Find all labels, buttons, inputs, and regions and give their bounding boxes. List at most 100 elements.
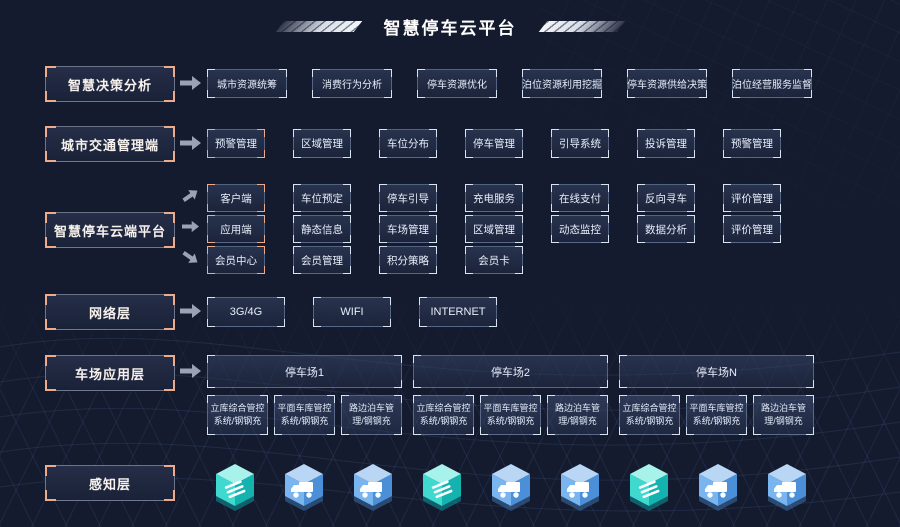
node-label: 在线支付 bbox=[559, 192, 601, 205]
parking-subsystem-box: 立库综合管控系统/钢钢充 bbox=[207, 395, 268, 435]
node-label: 停车资源优化 bbox=[427, 80, 487, 91]
node-label: 路边泊车管理/钢钢充 bbox=[554, 403, 600, 426]
node-box: 预警管理 bbox=[723, 129, 781, 158]
parking-lot-head: 停车场1 bbox=[207, 355, 402, 388]
parking-subsystem-box: 路边泊车管理/钢钢充 bbox=[753, 395, 814, 435]
barrier-lines-icon bbox=[224, 480, 246, 499]
sensor-node bbox=[345, 458, 401, 514]
node-label: 反向寻车 bbox=[645, 192, 687, 205]
node-label: 车位分布 bbox=[387, 138, 429, 150]
node-label: 消费行为分析 bbox=[322, 80, 382, 91]
node-box: 泊位经营服务监督 bbox=[732, 69, 812, 98]
node-label: 停车管理 bbox=[473, 138, 515, 150]
layer-label-sensing: 感知层 bbox=[45, 465, 175, 501]
truck-icon bbox=[705, 482, 727, 498]
node-box: 区域管理 bbox=[293, 129, 351, 158]
node-label: 会员中心 bbox=[215, 254, 257, 267]
node-box: INTERNET bbox=[419, 297, 497, 327]
sensor-node bbox=[414, 458, 470, 514]
row-parking-application: 车场应用层 停车场1 立库综合管控系统/钢钢充 bbox=[0, 355, 900, 441]
node-box: 3G/4G bbox=[207, 297, 285, 327]
node-box: 车位分布 bbox=[379, 129, 437, 158]
node-box: 停车管理 bbox=[465, 129, 523, 158]
node-box: 充电服务 bbox=[465, 184, 523, 212]
node-label: 预警管理 bbox=[215, 138, 257, 150]
parking-lot-head: 停车场2 bbox=[413, 355, 608, 388]
row-sensing: 感知层 bbox=[0, 458, 900, 516]
row-decision: 智慧决策分析 城市资源统筹 消费行为分析 停车资源优化 bbox=[0, 66, 900, 102]
barrier-lines-icon bbox=[431, 480, 453, 499]
node-box: 车场管理 bbox=[379, 215, 437, 243]
node-box: 静态信息 bbox=[293, 215, 351, 243]
node-label: 数据分析 bbox=[645, 223, 687, 236]
node-label: 会员管理 bbox=[301, 254, 343, 267]
node-label: 平面车库管控系统/钢钢充 bbox=[483, 403, 538, 426]
layer-label-decision: 智慧决策分析 bbox=[45, 66, 175, 102]
node-label: 充电服务 bbox=[473, 192, 515, 205]
flow-arrow-icon bbox=[182, 250, 198, 263]
sensor-node bbox=[621, 458, 677, 514]
node-box: 停车引导 bbox=[379, 184, 437, 212]
background-mesh-top bbox=[540, 0, 900, 210]
flow-arrow-icon bbox=[182, 190, 198, 203]
truck-icon bbox=[291, 482, 313, 498]
parking-subsystem-box: 平面车库管控系统/钢钢充 bbox=[274, 395, 335, 435]
row-cloud-platform: 智慧停车云端平台 客户端 车位预定 停车引导 bbox=[0, 184, 900, 274]
node-label: 车场管理 bbox=[387, 223, 429, 236]
node-box: 停车资源供给决策 bbox=[627, 69, 707, 98]
node-label: 平面车库管控系统/钢钢充 bbox=[277, 403, 332, 426]
flow-arrow-icon bbox=[182, 220, 199, 233]
node-label: 区域管理 bbox=[473, 223, 515, 236]
node-label: 投诉管理 bbox=[645, 138, 687, 150]
node-box: 车位预定 bbox=[293, 184, 351, 212]
node-label: 停车资源供给决策 bbox=[627, 80, 707, 91]
layer-label-traffic: 城市交通管理端 bbox=[45, 126, 175, 162]
node-box: 反向寻车 bbox=[637, 184, 695, 212]
barrier-lines-icon bbox=[638, 480, 660, 499]
parking-subsystem-box: 平面车库管控系统/钢钢充 bbox=[480, 395, 541, 435]
layer-label-network: 网络层 bbox=[45, 294, 175, 330]
row-network: 网络层 3G/4G WIFI INTERNET bbox=[0, 294, 900, 330]
node-label: 客户端 bbox=[220, 192, 252, 205]
node-label: 静态信息 bbox=[301, 223, 343, 236]
node-label: WIFI bbox=[340, 306, 364, 318]
node-label: INTERNET bbox=[430, 306, 486, 318]
flow-arrow-icon bbox=[180, 76, 201, 90]
truck-icon bbox=[360, 482, 382, 498]
node-label: 区域管理 bbox=[301, 138, 343, 150]
node-label: 应用端 bbox=[220, 223, 252, 236]
parking-subsystem-box: 立库综合管控系统/钢钢充 bbox=[413, 395, 474, 435]
parking-subsystem-box: 平面车库管控系统/钢钢充 bbox=[686, 395, 747, 435]
parking-group: 停车场N 立库综合管控系统/钢钢充 平面车库管控系统/钢钢充 bbox=[619, 355, 814, 435]
sensor-node bbox=[207, 458, 263, 514]
node-label: 引导系统 bbox=[559, 138, 601, 150]
node-box: 会员卡 bbox=[465, 246, 523, 274]
parking-group: 停车场1 立库综合管控系统/钢钢充 平面车库管控系统/钢钢充 bbox=[207, 355, 402, 435]
node-label: 平面车库管控系统/钢钢充 bbox=[689, 403, 744, 426]
node-label: 立库综合管控系统/钢钢充 bbox=[416, 403, 471, 426]
node-label: 立库综合管控系统/钢钢充 bbox=[622, 403, 677, 426]
node-box: 城市资源统筹 bbox=[207, 69, 287, 98]
node-box: 客户端 bbox=[207, 184, 265, 212]
truck-icon bbox=[567, 482, 589, 498]
node-box: WIFI bbox=[313, 297, 391, 327]
row-traffic: 城市交通管理端 预警管理 区域管理 车位分布 bbox=[0, 126, 900, 162]
node-label: 会员卡 bbox=[478, 254, 510, 267]
node-label: 停车引导 bbox=[387, 192, 429, 205]
sensor-node bbox=[483, 458, 539, 514]
parking-subsystem-box: 路边泊车管理/钢钢充 bbox=[547, 395, 608, 435]
node-label: 评价管理 bbox=[731, 223, 773, 236]
node-label: 立库综合管控系统/钢钢充 bbox=[210, 403, 265, 426]
node-label: 动态监控 bbox=[559, 223, 601, 236]
node-box: 区域管理 bbox=[465, 215, 523, 243]
node-box: 数据分析 bbox=[637, 215, 695, 243]
node-box: 停车资源优化 bbox=[417, 69, 497, 98]
node-label: 路边泊车管理/钢钢充 bbox=[348, 403, 394, 426]
node-box: 引导系统 bbox=[551, 129, 609, 158]
node-box: 评价管理 bbox=[723, 184, 781, 212]
node-box: 动态监控 bbox=[551, 215, 609, 243]
node-label: 泊位经营服务监督 bbox=[732, 80, 812, 91]
layer-label-cloud: 智慧停车云端平台 bbox=[45, 212, 175, 248]
node-label: 评价管理 bbox=[731, 192, 773, 205]
node-label: 3G/4G bbox=[229, 306, 263, 318]
